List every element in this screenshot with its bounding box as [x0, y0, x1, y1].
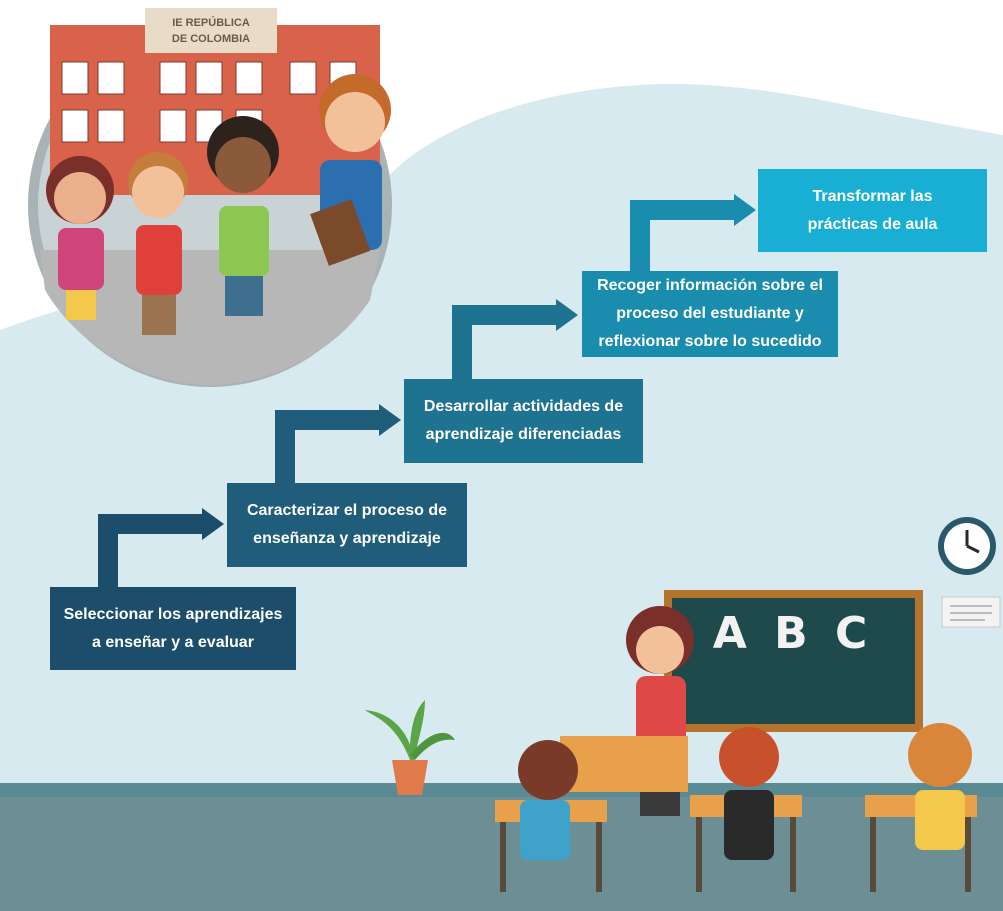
connector-3-4: [452, 299, 578, 380]
step-1-line-2: a enseñar y a evaluar: [92, 633, 254, 651]
step-2-line-2: enseñanza y aprendizaje: [253, 530, 441, 547]
chalkboard: A B C: [664, 590, 923, 732]
step-3-desarrollar-actividades: Desarrollar actividades de aprendizaje d…: [404, 379, 643, 463]
connector-1-2: [98, 508, 224, 588]
step-4-recoger-informacion: Recoger información sobre el proceso del…: [582, 271, 838, 357]
student-desk-middle: [690, 727, 802, 892]
school-sign-line1: IE REPÚBLICA: [172, 16, 250, 29]
step-3-line-2: aprendizaje diferenciadas: [425, 426, 622, 443]
wall-note: [941, 596, 1001, 628]
wall-clock-icon: [938, 517, 996, 575]
child-girl: [46, 156, 114, 320]
step-2-line-1: Caracterizar el proceso de: [246, 502, 448, 519]
school-circle: IE REPÚBLICA DE COLOMBIA: [28, 8, 392, 387]
step-2-caracterizar-proceso: Caracterizar el proceso de enseñanza y a…: [227, 483, 467, 567]
step-5-line-2: prácticas de aula: [807, 215, 938, 233]
step-1-line-1: Seleccionar los aprendizajes: [63, 605, 283, 623]
child-boy-green: [207, 116, 279, 316]
step-4-line-2: proceso del estudiante y: [616, 305, 804, 322]
teacher-desk: [560, 736, 688, 792]
teacher-man: [310, 74, 391, 266]
step-4-line-3: reflexionar sobre lo sucedido: [598, 333, 822, 350]
step-4-line-1: Recoger información sobre el: [597, 277, 823, 294]
step-5-transformar-practicas: Transformar las prácticas de aula: [758, 169, 987, 252]
step-3-line-1: Desarrollar actividades de: [423, 398, 624, 415]
school-sign-line2: DE COLOMBIA: [172, 33, 250, 45]
student-desk-right: [865, 723, 977, 892]
step-1-seleccionar-aprendizajes: Seleccionar los aprendizajes a enseñar y…: [50, 587, 296, 670]
wall-stripe: [0, 783, 1003, 797]
child-boy-red: [128, 152, 188, 335]
connector-4-5: [630, 194, 756, 272]
potted-plant: [365, 700, 455, 795]
connector-2-3: [275, 404, 401, 484]
step-5-line-1: Transformar las: [812, 187, 933, 205]
student-desk-left: [495, 740, 607, 892]
chalkboard-text: A B C: [713, 608, 874, 659]
